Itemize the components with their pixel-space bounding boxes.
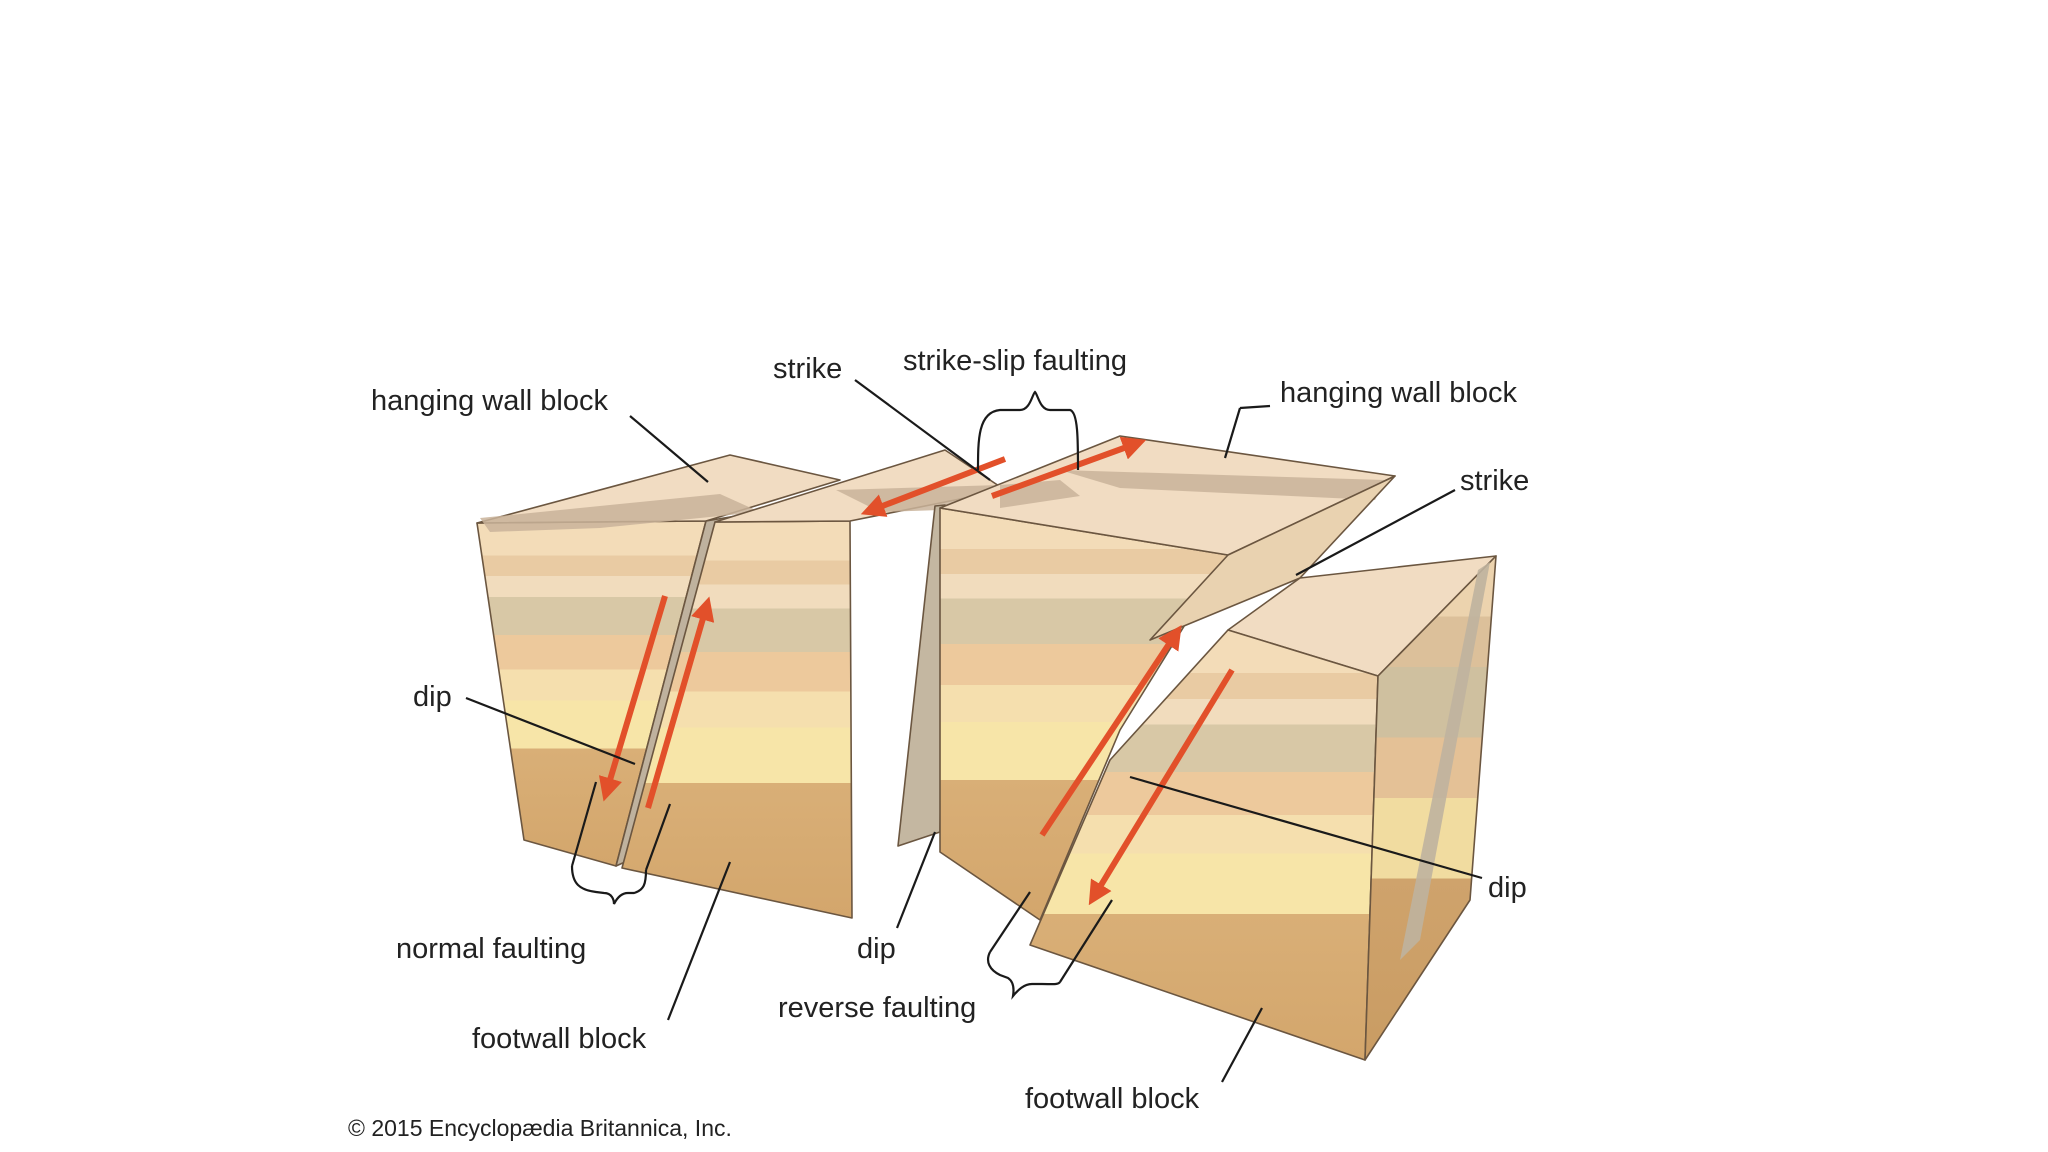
leader-lines	[465, 379, 1483, 1083]
leader-dip-left	[465, 696, 636, 766]
label-reverse-faulting: reverse faulting	[778, 992, 976, 1024]
label-dip-right: dip	[1488, 872, 1527, 904]
right-footwall-front	[1029, 629, 1379, 1061]
labels: hanging wall block strike strike-slip fa…	[348, 345, 1529, 1141]
label-strike-right: strike	[1460, 465, 1529, 497]
label-strike-slip: strike-slip faulting	[903, 345, 1127, 377]
leader-strike-right	[1295, 489, 1456, 576]
normal-footwall-arrow	[645, 596, 715, 809]
label-normal-faulting: normal faulting	[396, 933, 586, 965]
label-footwall-right: footwall block	[1025, 1083, 1200, 1115]
leader-strike-top	[854, 379, 991, 481]
reverse-footwall-arrow	[1088, 668, 1235, 906]
leader-normal-left	[570, 781, 598, 867]
leader-hanging-wall-left	[629, 415, 709, 483]
left-top-band	[480, 494, 760, 532]
block-model	[476, 435, 1497, 1061]
label-hanging-wall-right: hanging wall block	[1280, 377, 1517, 409]
normal-faulting-brace	[570, 865, 648, 905]
label-dip-center: dip	[857, 933, 896, 965]
reverse-faulting-brace	[986, 951, 1061, 1000]
leader-dip-center	[895, 831, 937, 929]
strike-slip-brace	[976, 390, 1080, 471]
center-dip-wedge	[897, 504, 946, 847]
leader-footwall-left	[666, 861, 732, 1021]
label-footwall-left: footwall block	[472, 1023, 647, 1055]
leader-normal-right	[644, 803, 672, 871]
leader-reverse-right	[1059, 899, 1113, 983]
reverse-hanging-arrow	[1039, 625, 1182, 837]
label-dip-left: dip	[413, 681, 452, 713]
strike-slip-arrow-right	[990, 436, 1147, 499]
copyright-notice: © 2015 Encyclopædia Britannica, Inc.	[348, 1115, 732, 1141]
leader-hanging-wall-right	[1223, 407, 1242, 459]
leader-hanging-wall-right-b	[1239, 404, 1271, 410]
label-hanging-wall-left: hanging wall block	[371, 385, 608, 417]
leader-footwall-right	[1221, 1007, 1263, 1083]
label-strike-top: strike	[773, 353, 842, 385]
strike-slip-arrow-left	[860, 456, 1007, 517]
right-top-band	[1060, 470, 1385, 500]
leader-dip-right	[1129, 775, 1483, 880]
leader-reverse-left	[989, 891, 1031, 953]
